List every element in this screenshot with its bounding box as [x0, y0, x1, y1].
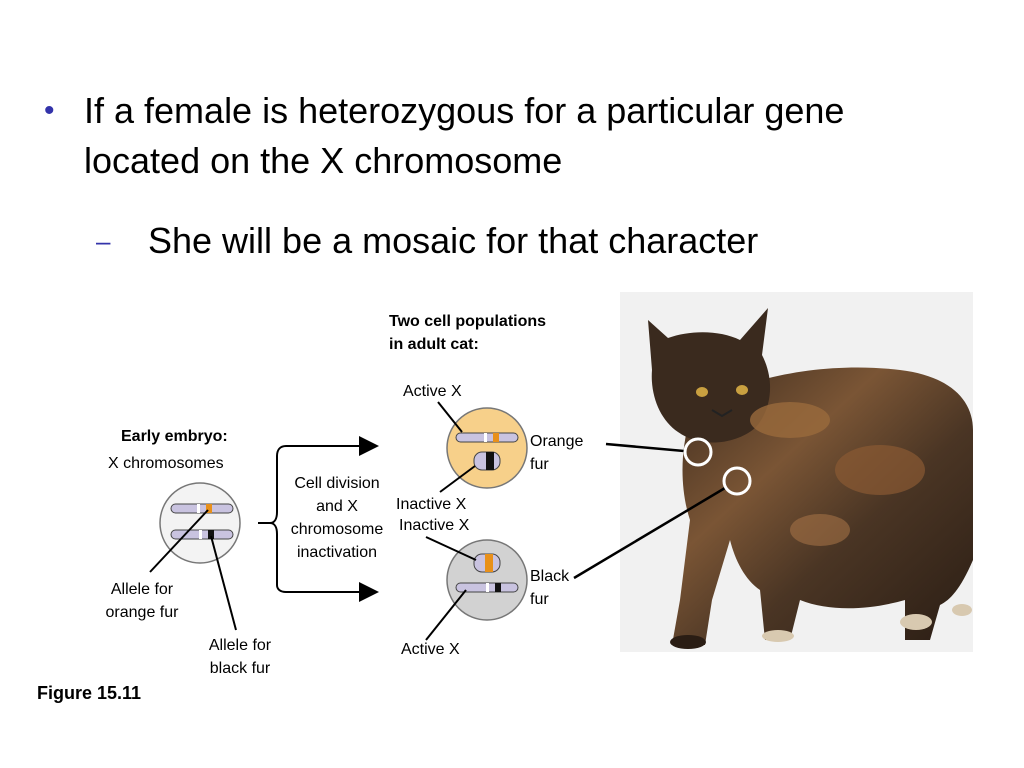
black-allele-pointer: [210, 535, 237, 631]
allele-black-label: Allele for black fur: [208, 637, 272, 677]
orange-patch-marker: [683, 437, 713, 467]
black-fur-leader: [573, 486, 726, 580]
bullet-sub-text: She will be a mosaic for that character: [148, 220, 759, 261]
inactive-x-bottom-label: Inactive X: [399, 517, 470, 534]
x-chromosomes-label: X chromosomes: [108, 455, 224, 472]
black-fur-cell: [446, 539, 528, 621]
figure-label: Figure 15.11: [37, 683, 142, 703]
active-x-top-label: Active X: [403, 383, 462, 400]
populations-title: Two cell populations in adult cat:: [389, 313, 547, 353]
orange-allele-pointer: [149, 509, 209, 573]
early-embryo-label: Early embryo:: [121, 428, 228, 445]
orange-fur-leader: [605, 442, 685, 453]
arrow-to-black: [269, 522, 379, 602]
embryo-cell: [159, 482, 241, 564]
cat-photo: [620, 292, 973, 652]
active-x-bottom-label: Active X: [401, 641, 460, 658]
bullet-dot-icon: •: [44, 94, 55, 127]
cell-division-label: Cell division and X chromosome inactivat…: [290, 475, 384, 561]
allele-orange-label: Allele for orange fur: [105, 581, 179, 621]
orange-fur-cell: [446, 407, 528, 489]
arrow-to-orange: [258, 446, 375, 524]
black-fur-label: Black fur: [530, 568, 570, 608]
bullet-main-text: If a female is heterozygous for a partic…: [84, 90, 845, 181]
black-patch-marker: [722, 466, 752, 496]
orange-fur-label: Orange fur: [530, 433, 584, 473]
inactive-x-top-label: Inactive X: [396, 496, 467, 513]
bullet-dash-icon: –: [96, 226, 111, 256]
